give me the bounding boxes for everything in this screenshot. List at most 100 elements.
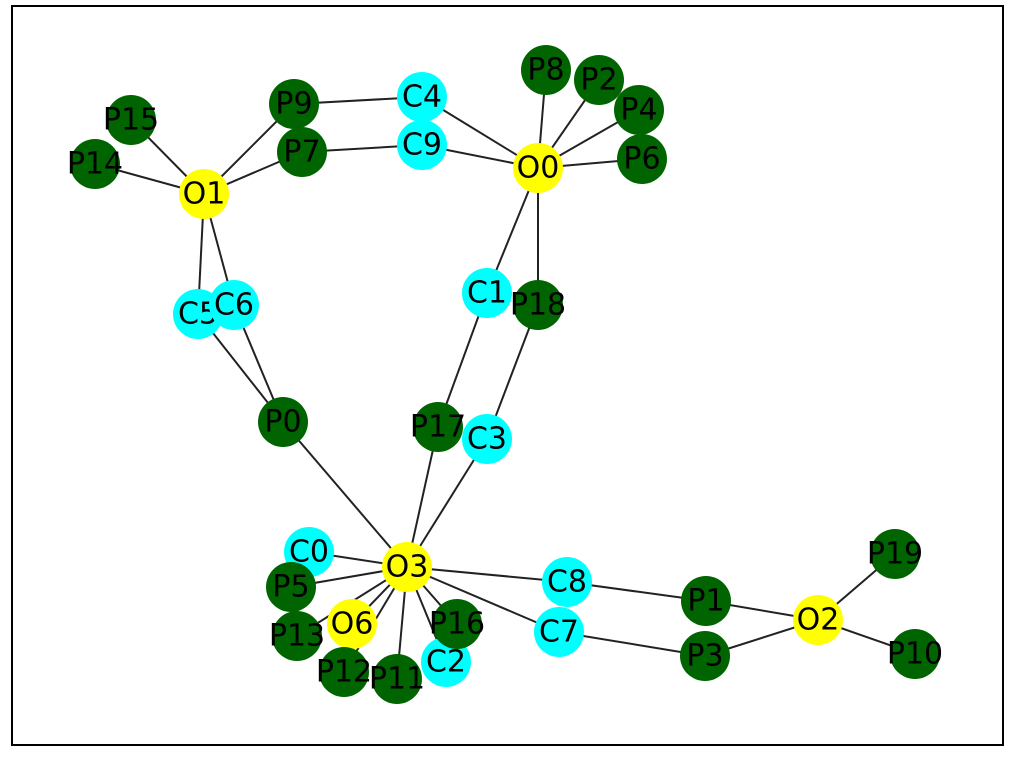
- node-o3-label: O3: [386, 550, 429, 585]
- node-o3: O3: [382, 542, 432, 592]
- node-c3-label: C3: [467, 422, 507, 457]
- node-p0-circle: [258, 397, 308, 447]
- node-o6: O6: [327, 599, 377, 649]
- node-p3: P3: [680, 631, 730, 681]
- node-p12-circle: [319, 647, 369, 697]
- node-p18: P18: [510, 280, 566, 330]
- node-p2-circle: [574, 55, 624, 105]
- node-c1-label: C1: [467, 276, 507, 311]
- node-c3-circle: [462, 414, 512, 464]
- node-p19-label: P19: [867, 537, 923, 572]
- node-p3-circle: [680, 631, 730, 681]
- node-c7: C7: [534, 607, 584, 657]
- node-p1: P1: [681, 576, 731, 626]
- node-p7-circle: [277, 127, 327, 177]
- node-p11-label: P11: [369, 662, 425, 697]
- node-p6-circle: [617, 134, 667, 184]
- node-o2: O2: [793, 595, 843, 645]
- node-o0-circle: [513, 143, 563, 193]
- node-c4: C4: [397, 72, 447, 122]
- node-c1: C1: [462, 268, 512, 318]
- node-o0: O0: [513, 143, 563, 193]
- edge-o3-c8: [406, 566, 568, 583]
- node-o2-label: O2: [797, 603, 840, 638]
- node-p16-label: P16: [429, 607, 485, 642]
- node-p15: P15: [103, 95, 159, 145]
- node-p13-circle: [272, 611, 322, 661]
- node-p19: P19: [867, 529, 923, 579]
- node-p17-label: P17: [410, 410, 466, 445]
- plot-frame: [11, 5, 1004, 746]
- node-c8: C8: [542, 557, 592, 607]
- node-p9: P9: [269, 79, 319, 129]
- node-c6-label: C6: [214, 288, 254, 323]
- node-p11-circle: [372, 654, 422, 704]
- node-p13: P13: [269, 611, 325, 661]
- node-p7-label: P7: [283, 135, 320, 170]
- node-c6-circle: [209, 280, 259, 330]
- node-p6-label: P6: [623, 142, 660, 177]
- node-p9-label: P9: [275, 87, 312, 122]
- node-o3-circle: [382, 542, 432, 592]
- node-o0-label: O0: [517, 151, 560, 186]
- node-c9: C9: [397, 120, 447, 170]
- node-p1-circle: [681, 576, 731, 626]
- node-p5-label: P5: [272, 570, 309, 605]
- node-c8-label: C8: [547, 565, 587, 600]
- node-p2: P2: [574, 55, 624, 105]
- edge-c3-o3: [406, 438, 488, 568]
- node-c4-label: C4: [402, 80, 442, 115]
- node-p5-circle: [266, 562, 316, 612]
- edge-o3-c7: [406, 566, 560, 633]
- node-p10: P10: [887, 629, 943, 679]
- node-p14: P14: [67, 139, 123, 189]
- node-o6-circle: [327, 599, 377, 649]
- node-o1-label: O1: [183, 177, 226, 212]
- node-o6-label: O6: [331, 607, 374, 642]
- node-o2-circle: [793, 595, 843, 645]
- node-c9-circle: [397, 120, 447, 170]
- node-p4-circle: [614, 85, 664, 135]
- node-p16: P16: [429, 599, 485, 649]
- node-p14-circle: [70, 139, 120, 189]
- node-p4: P4: [614, 85, 664, 135]
- node-o1: O1: [179, 169, 229, 219]
- node-c7-label: C7: [539, 615, 579, 650]
- node-p1-label: P1: [687, 584, 724, 619]
- node-c6: C6: [209, 280, 259, 330]
- node-p0: P0: [258, 397, 308, 447]
- node-p2-label: P2: [580, 63, 617, 98]
- node-c4-circle: [397, 72, 447, 122]
- node-p5: P5: [266, 562, 316, 612]
- node-c2-circle: [421, 637, 471, 687]
- node-p10-circle: [890, 629, 940, 679]
- node-o1-circle: [179, 169, 229, 219]
- edges-layer: [94, 69, 916, 680]
- node-p3-label: P3: [686, 639, 723, 674]
- node-p4-label: P4: [620, 93, 657, 128]
- node-p19-circle: [870, 529, 920, 579]
- node-p8-circle: [521, 45, 571, 95]
- node-p10-label: P10: [887, 637, 943, 672]
- node-c1-circle: [462, 268, 512, 318]
- node-p8-label: P8: [527, 53, 564, 88]
- node-p18-circle: [513, 280, 563, 330]
- node-p18-label: P18: [510, 288, 566, 323]
- node-p7: P7: [277, 127, 327, 177]
- node-c8-circle: [542, 557, 592, 607]
- node-p17: P17: [410, 402, 466, 452]
- node-p6: P6: [617, 134, 667, 184]
- node-p8: P8: [521, 45, 571, 95]
- node-p16-circle: [432, 599, 482, 649]
- nodes-layer: O0O1O2O3O6C0C1C2C3C4C5C6C7C8C9P0P1P2P3P4…: [67, 45, 943, 704]
- node-p13-label: P13: [269, 619, 325, 654]
- node-c7-circle: [534, 607, 584, 657]
- node-p0-label: P0: [264, 405, 301, 440]
- node-p12-label: P12: [316, 655, 372, 690]
- node-c9-label: C9: [402, 128, 442, 163]
- node-p15-label: P15: [103, 103, 159, 138]
- node-p11: P11: [369, 654, 425, 704]
- node-p9-circle: [269, 79, 319, 129]
- node-p14-label: P14: [67, 147, 123, 182]
